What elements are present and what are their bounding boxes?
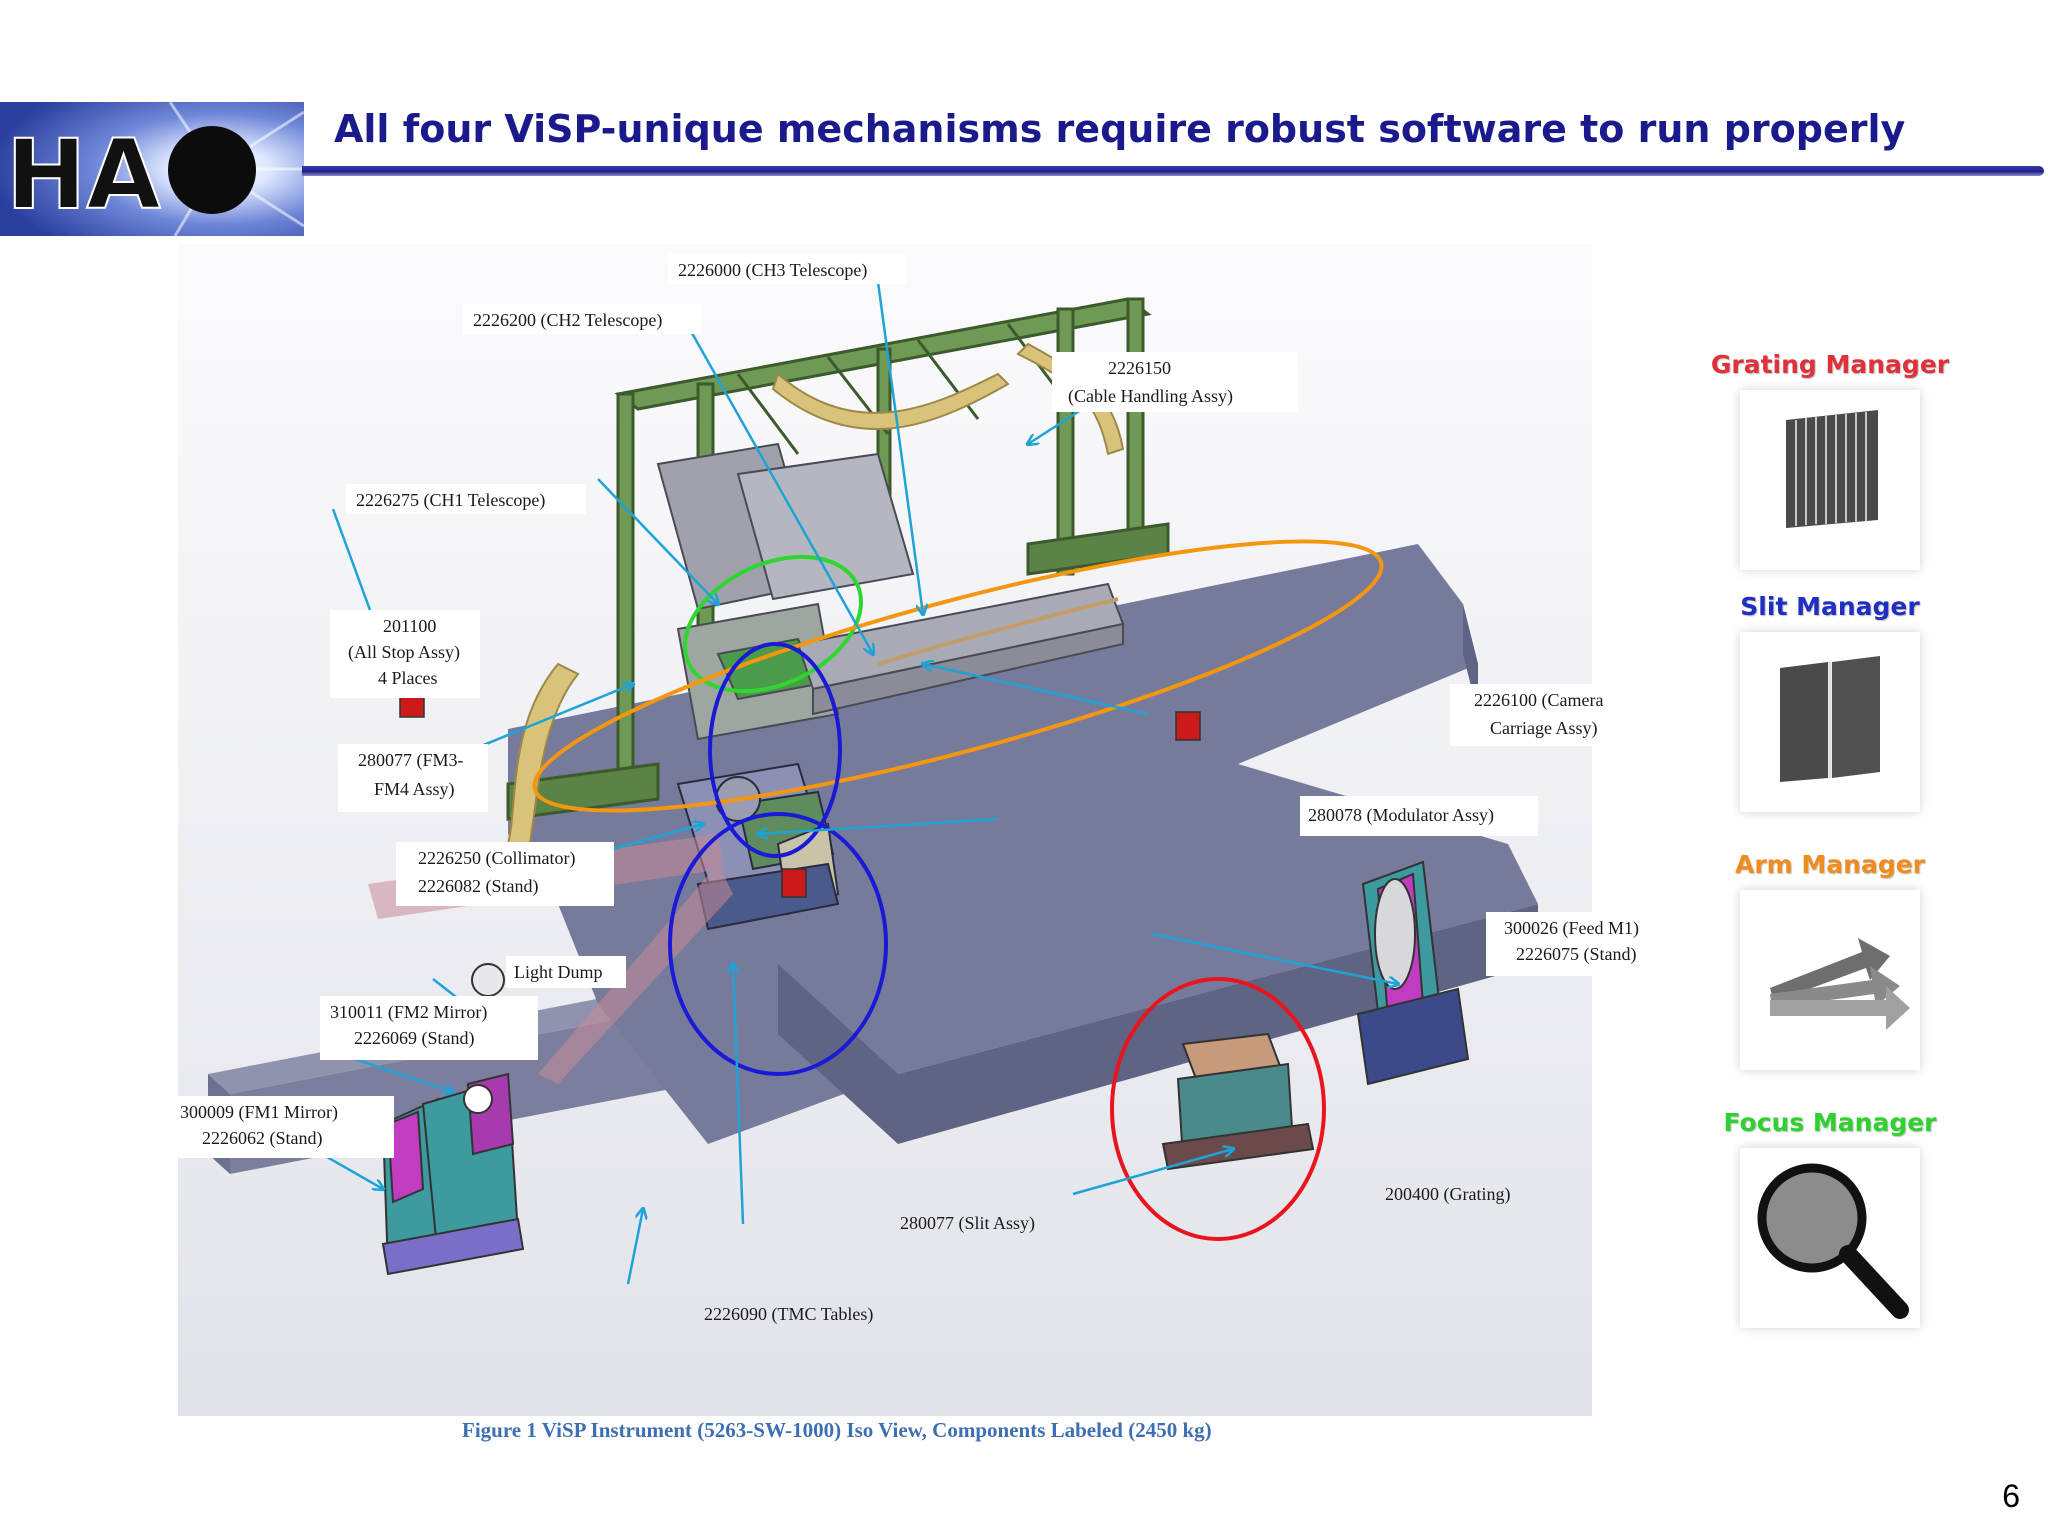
slit-manager: Slit Manager [1700,590,1960,812]
label-fm3-fm4-number: 280077 (FM3- [358,750,464,771]
visp-iso-view-diagram: 2226000 (CH3 Telescope) 2226200 (CH2 Tel… [178,244,1666,1416]
hao-logo-graphic: HA [0,101,305,237]
all-stop-block [1175,711,1201,741]
label-feed-m1-number: 300026 (Feed M1) [1504,918,1639,939]
label-fm2-mirror-number: 310011 (FM2 Mirror) [330,1002,487,1023]
fm3-fm4-highlight [708,642,842,858]
label-tmc-tables: 2226090 (TMC Tables) [704,1304,873,1325]
arm-manager-title: Arm Manager [1734,850,1926,879]
page-number: 6 [2002,1478,2020,1514]
label-ch1-telescope: 2226275 (CH1 Telescope) [356,490,545,511]
sun-disc-icon [168,126,256,214]
grating-icon [1786,410,1878,528]
arm-manager: Arm Manager [1700,848,1960,1070]
label-all-stop-number: 201100 [383,616,436,636]
hao-logo-text: HA [6,119,161,231]
label-cable-handling-number: 2226150 [1108,358,1171,378]
label-light-dump: Light Dump [514,962,603,982]
label-fm1-mirror-number: 300009 (FM1 Mirror) [180,1102,338,1123]
grating-manager: Grating Manager [1700,348,1960,570]
feed-m1-part [1356,860,1470,1086]
arm-manager-panel [1740,890,1920,1070]
callout-labels: 2226000 (CH3 Telescope) 2226200 (CH2 Tel… [178,254,1666,1325]
label-feed-m1-stand: 2226075 (Stand) [1516,944,1637,965]
label-camera-carriage-number: 2226100 (Camera [1474,690,1603,711]
all-stop-block [781,868,807,898]
fm1-fm2-mirrors [381,1072,525,1276]
slit-manager-panel [1740,632,1920,812]
focus-mechanism-highlight [682,554,864,694]
magnifier-icon [1757,1163,1909,1319]
focus-manager-title: Focus Manager [1723,1108,1937,1137]
arm-mechanism-highlight [532,539,1384,813]
label-fm1-mirror-stand: 2226062 (Stand) [202,1128,323,1149]
focus-manager: Focus Manager [1700,1106,1960,1328]
slit-mechanism-highlight [668,812,888,1076]
hao-logo: HA [0,101,305,237]
label-ch3-telescope: 2226000 (CH3 Telescope) [678,260,867,281]
slide-title: All four ViSP-unique mechanisms require … [334,107,1906,151]
label-ch2-telescope: 2226200 (CH2 Telescope) [473,310,662,331]
label-all-stop-places: 4 Places [378,668,437,688]
grating-mechanism-highlight [1110,977,1326,1241]
label-collimator-number: 2226250 (Collimator) [418,848,575,869]
label-all-stop-name: (All Stop Assy) [348,642,460,663]
focus-manager-panel [1740,1148,1920,1328]
label-fm2-mirror-stand: 2226069 (Stand) [354,1028,475,1049]
figure-caption: Figure 1 ViSP Instrument (5263-SW-1000) … [462,1418,1212,1442]
slit-manager-title: Slit Manager [1740,592,1920,621]
visp-instrument-figure: 2226000 (CH3 Telescope) 2226200 (CH2 Tel… [178,244,1666,1416]
label-collimator-stand: 2226082 (Stand) [418,876,539,897]
title-divider [302,166,2044,176]
label-camera-carriage-name: Carriage Assy) [1490,718,1597,739]
slit-icon [1780,656,1880,782]
label-grating: 200400 (Grating) [1385,1184,1510,1205]
label-cable-handling-name: (Cable Handling Assy) [1068,386,1233,407]
label-slit-assembly: 280077 (Slit Assy) [900,1213,1035,1234]
grating-manager-title: Grating Manager [1710,350,1950,379]
grating-manager-panel [1740,390,1920,570]
label-fm3-fm4-name: FM4 Assy) [374,779,455,800]
label-modulator: 280078 (Modulator Assy) [1308,805,1494,826]
arm-icon [1770,938,1910,1030]
